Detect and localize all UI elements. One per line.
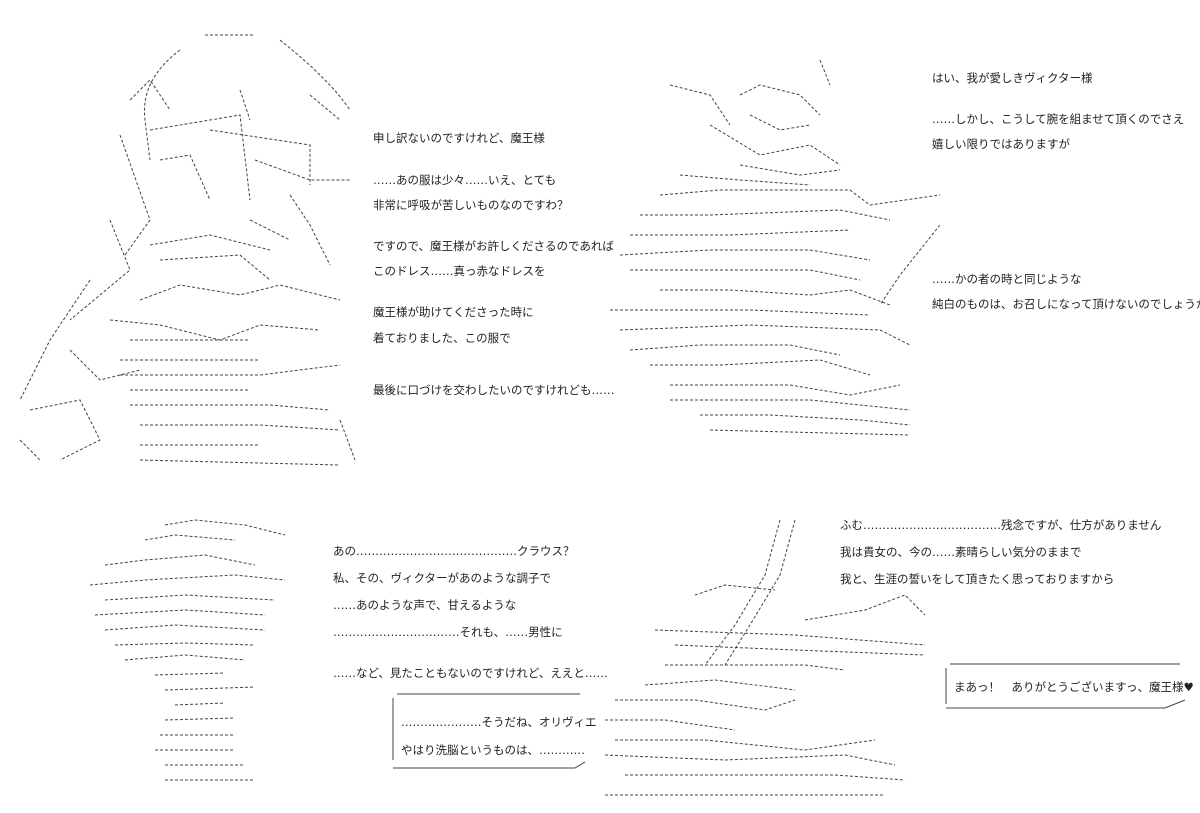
dialogue-line: ですので、魔王様がお許しくださるのであれば	[373, 239, 614, 253]
ascii-art-armored-figure	[610, 55, 940, 440]
dialogue-line: 申し訳ないのですけれど、魔王様	[373, 131, 545, 145]
dialogue-line: このドレス……真っ赤なドレスを	[373, 264, 546, 278]
dialogue-line: 嬉しい限りではありますが	[932, 137, 1070, 151]
dialogue-line: ……あの服は少々……いえ、とても	[373, 173, 557, 187]
dialogue-line: ……………………………それも、……男性に	[333, 625, 563, 639]
dialogue-line: あの……………………………………クラウス？	[333, 544, 575, 558]
bubble-line: …………………そうだね、オリヴィエ	[401, 715, 597, 729]
dialogue-line: ふむ………………………………残念ですが、仕方がありません	[840, 518, 1162, 532]
dialogue-line: ……かの者の時と同じような	[932, 272, 1082, 286]
dialogue-line: ……あのような声で、甘えるような	[333, 598, 517, 612]
dialogue-line: ……しかし、こうして腕を組ませて頂くのでさえ	[932, 112, 1185, 126]
dialogue-line: 着ておりました、この服で	[373, 331, 511, 345]
dialogue-line: 純白のものは、お召しになって頂けないのでしょうか？	[932, 297, 1200, 311]
dialogue-line: 我と、生涯の誓いをして頂きたく思っておりますから	[840, 572, 1115, 586]
dialogue-line: 非常に呼吸が苦しいものなのですわ？	[373, 198, 569, 212]
dialogue-line: ……など、見たこともないのですけれど、ええと……	[333, 666, 608, 680]
speech-bubble-left: …………………そうだね、オリヴィエ やはり洗脳というものは、…………	[385, 692, 597, 774]
dialogue-line: 最後に口づけを交わしたいのですけれども……	[373, 383, 615, 397]
ascii-art-woman-in-dress	[10, 20, 360, 470]
ascii-art-girl-figure	[85, 515, 290, 790]
ascii-art-sword-figure	[605, 515, 930, 800]
dialogue-line: はい、我が愛しきヴィクター様	[932, 71, 1093, 85]
speech-bubble-right: まあっ！ ありがとうございますっ、魔王様♥	[940, 660, 1194, 716]
bubble-line: まあっ！ ありがとうございますっ、魔王様♥	[954, 680, 1194, 694]
dialogue-line: 私、その、ヴィクターがあのような調子で	[333, 571, 552, 585]
dialogue-line: 魔王様が助けてくださった時に	[373, 305, 534, 319]
dialogue-line: 我は貴女の、今の……素晴らしい気分のままで	[840, 545, 1082, 559]
bubble-line: やはり洗脳というものは、…………	[401, 743, 585, 757]
